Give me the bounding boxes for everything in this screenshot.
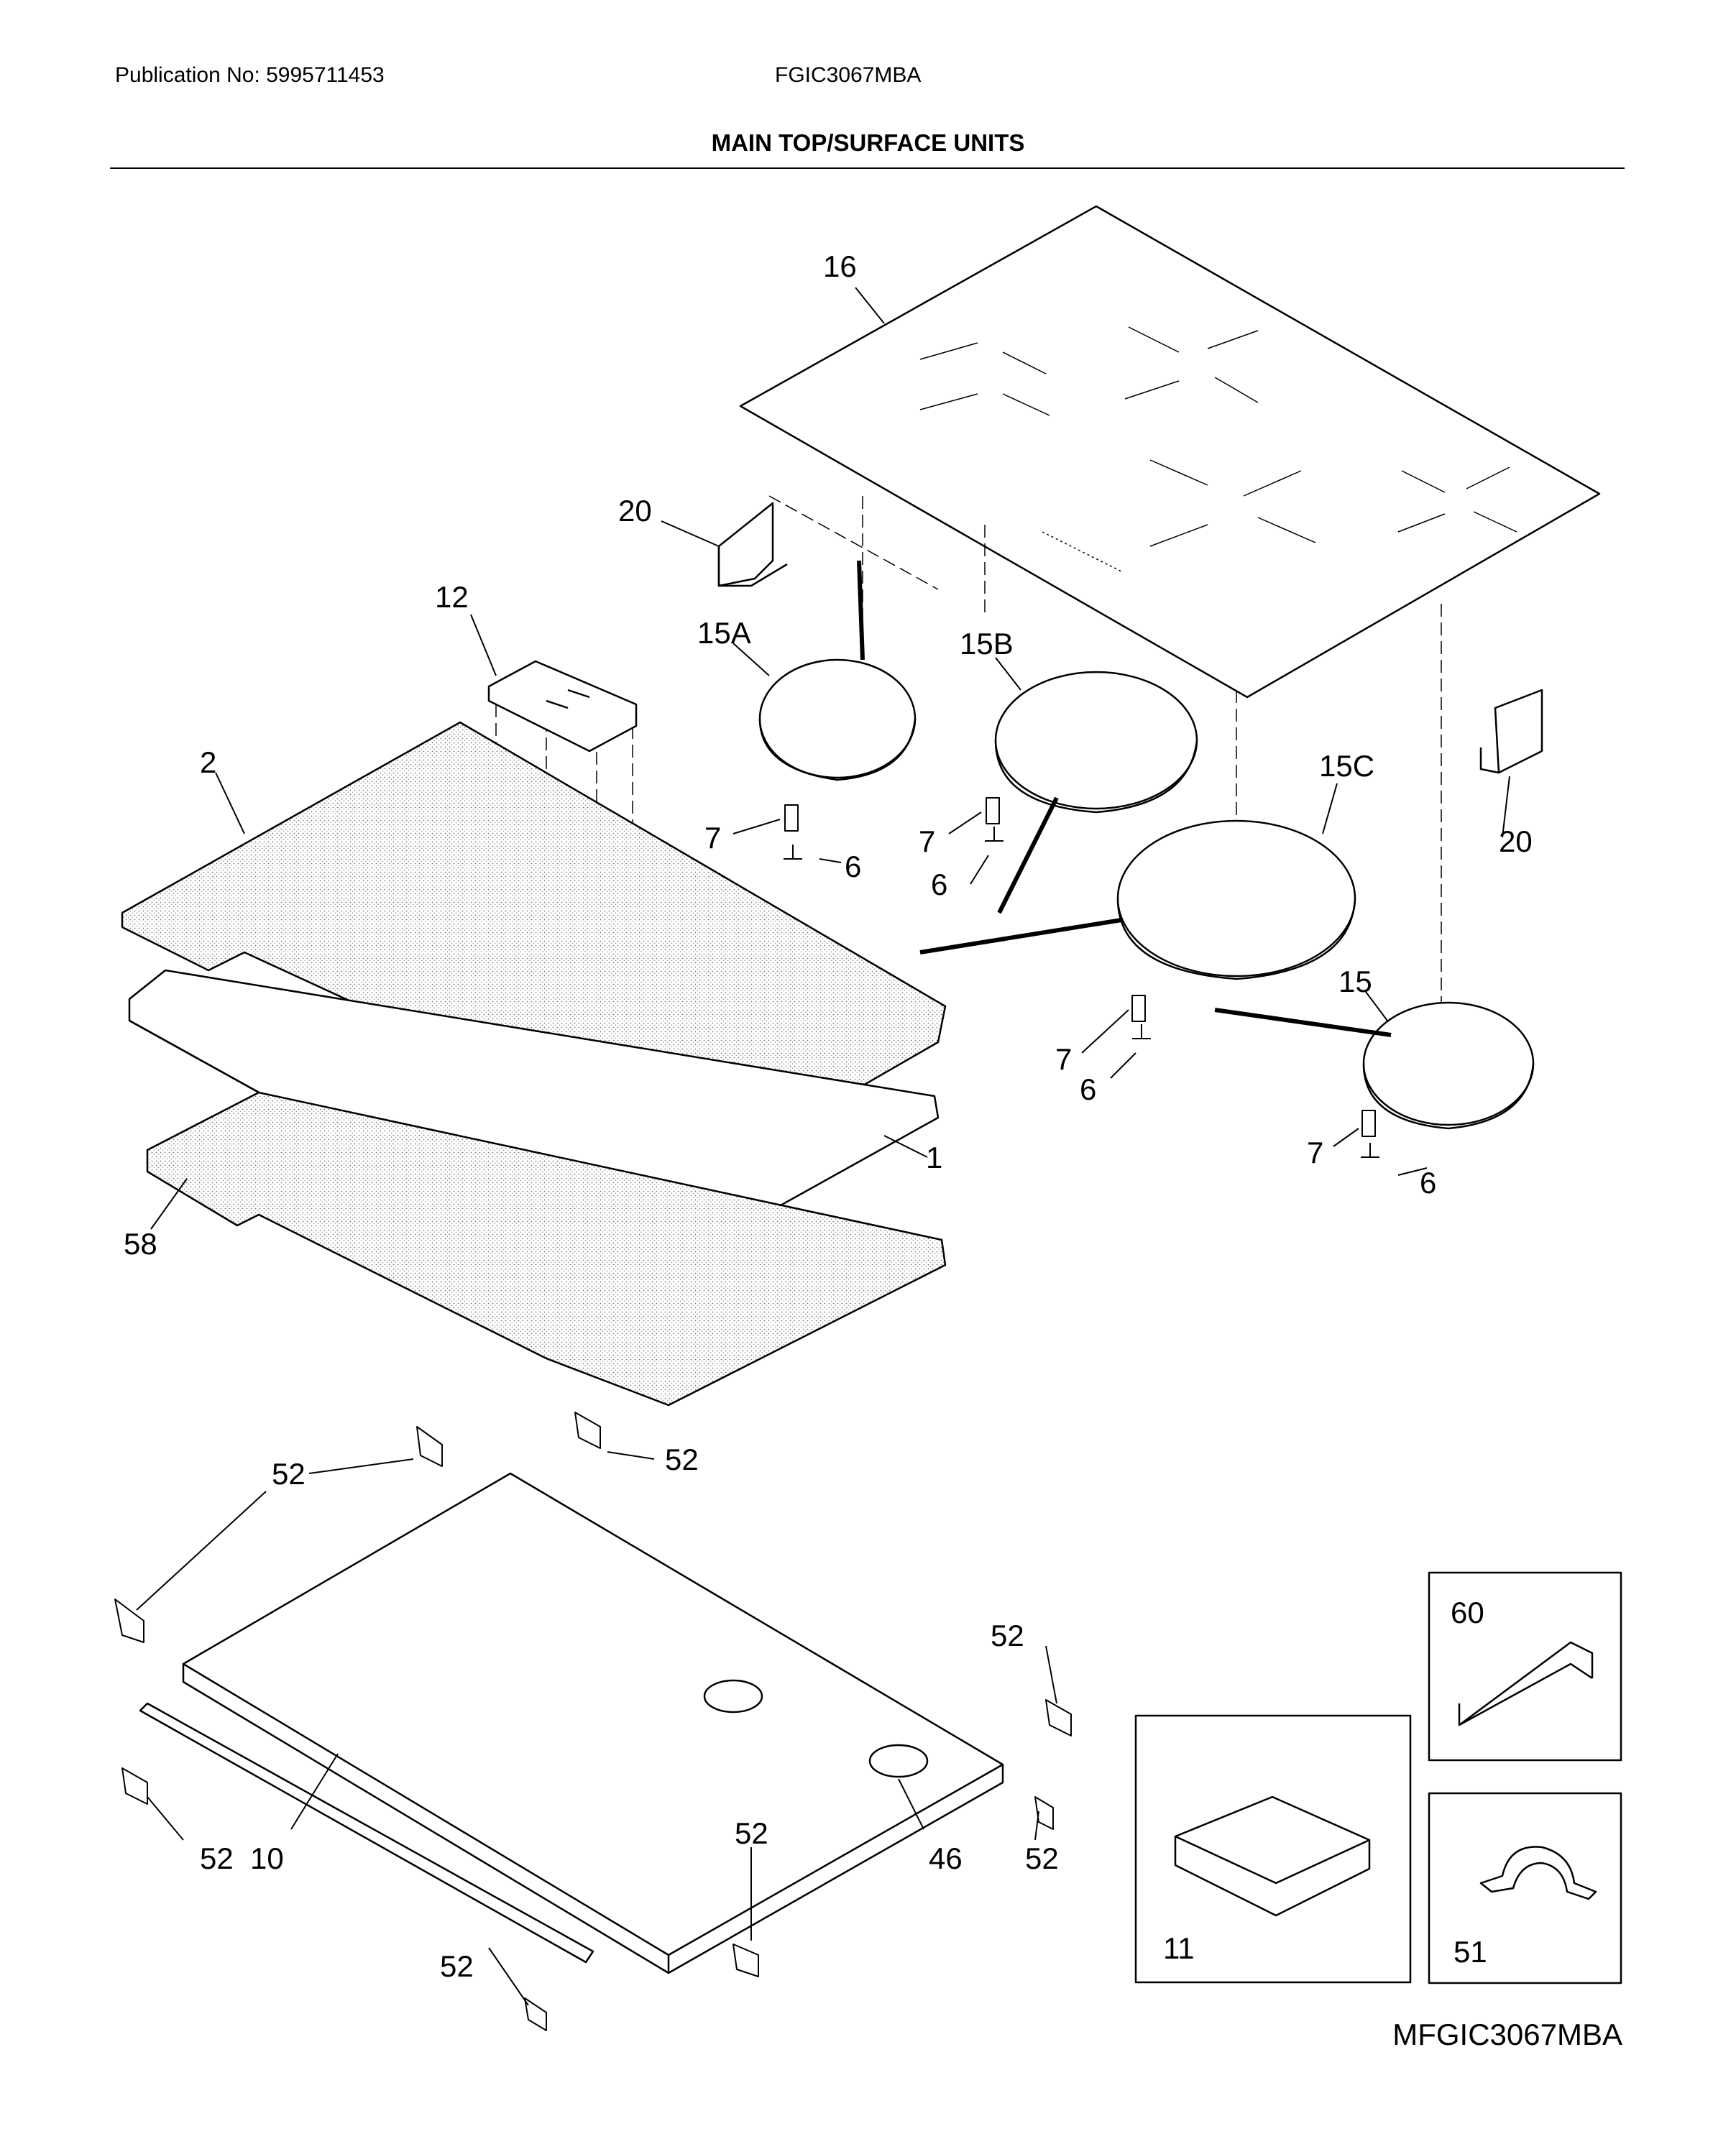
label-part-20: 20 (1499, 824, 1533, 858)
bracket-part-20-right (1479, 689, 1543, 774)
header-divider (110, 167, 1625, 169)
label-part-46: 46 (929, 1841, 963, 1875)
label-part-52: 52 (200, 1841, 234, 1875)
bracket-part-12 (487, 660, 638, 753)
inset-box-part-11 (1134, 1714, 1412, 1984)
label-part-15b: 15B (960, 627, 1014, 661)
label-part-15c: 15C (1319, 749, 1374, 783)
bracket-part-60 (1458, 1641, 1594, 1726)
clip-part-52 (114, 1412, 1072, 2031)
label-part-15a: 15A (697, 616, 751, 650)
label-part-6: 6 (1420, 1166, 1436, 1200)
screw-part-6 (784, 827, 1379, 1158)
label-part-16: 16 (823, 249, 857, 283)
label-part-52: 52 (991, 1619, 1024, 1652)
page-title: MAIN TOP/SURFACE UNITS (711, 129, 1025, 156)
label-part-52: 52 (735, 1816, 768, 1850)
label-part-20: 20 (618, 494, 652, 528)
base-pan-part-46 (182, 1472, 1004, 1974)
label-part-7: 7 (1307, 1136, 1323, 1169)
bracket-part-20-left (717, 502, 788, 587)
label-part-60: 60 (1451, 1596, 1484, 1629)
label-part-7: 7 (704, 821, 721, 855)
label-part-51: 51 (1453, 1935, 1487, 1969)
surface-element-part-15a (758, 560, 917, 781)
label-part-52: 52 (1025, 1841, 1059, 1875)
label-part-58: 58 (124, 1227, 157, 1261)
inset-box-part-51 (1428, 1792, 1622, 1984)
model-number: FGIC3067MBA (775, 63, 922, 87)
label-part-10: 10 (250, 1841, 284, 1875)
inset-box-part-60 (1428, 1571, 1622, 1762)
surface-element-part-15b (994, 671, 1198, 914)
label-part-52: 52 (440, 1949, 474, 1983)
label-part-1: 1 (926, 1141, 942, 1174)
insulation-part-58 (146, 1091, 947, 1407)
label-part-2: 2 (200, 745, 216, 779)
label-part-6: 6 (1080, 1072, 1096, 1106)
label-part-52: 52 (665, 1443, 699, 1476)
label-part-7: 7 (919, 824, 935, 858)
label-part-6: 6 (845, 850, 861, 883)
clamp-part-51 (1479, 1846, 1597, 1900)
label-part-15: 15 (1338, 965, 1372, 998)
label-part-7: 7 (1055, 1042, 1072, 1076)
label-part-52: 52 (272, 1457, 306, 1491)
bracket-part-11 (1174, 1795, 1371, 1917)
front-rail-part-10 (139, 1702, 594, 1964)
spring-part-7 (784, 797, 1376, 1137)
surface-element-part-15 (1214, 1001, 1535, 1130)
diagram-code: MFGIC3067MBA (1392, 2018, 1622, 2051)
publication-number: Publication No: 5995711453 (115, 63, 385, 87)
label-part-11: 11 (1163, 1931, 1195, 1965)
surface-element-part-15c (919, 819, 1356, 980)
label-part-12: 12 (435, 580, 469, 614)
label-part-6: 6 (931, 868, 947, 901)
glass-cooktop-part-16 (739, 205, 1601, 699)
